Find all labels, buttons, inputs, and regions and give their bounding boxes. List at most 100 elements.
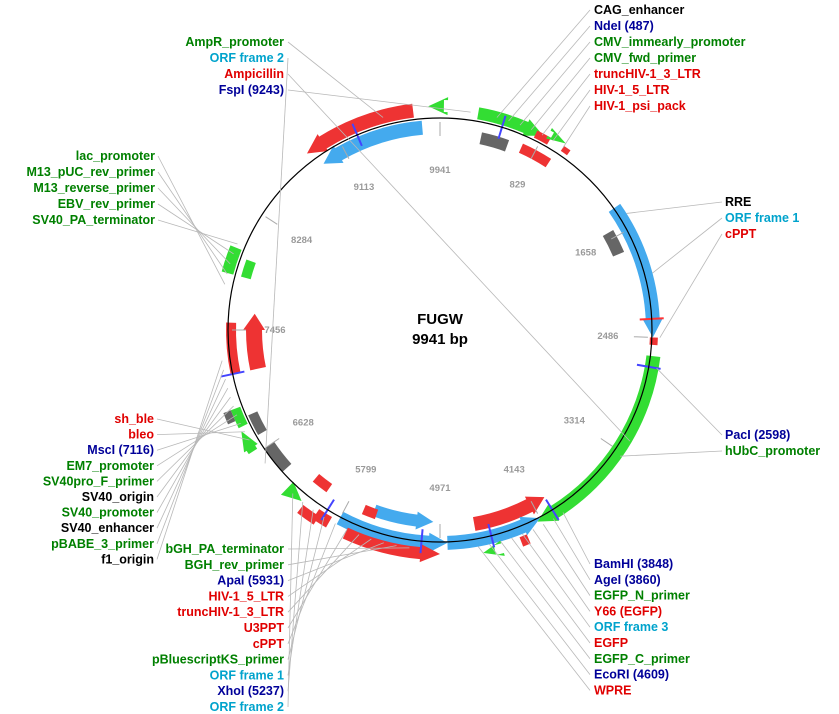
feature-label: BGH_rev_primer bbox=[185, 558, 284, 572]
tick-mark bbox=[267, 438, 280, 447]
tick-label: 829 bbox=[510, 179, 526, 190]
feature-label: BamHI (3848) bbox=[594, 557, 673, 571]
feature-label: CMV_immearly_promoter bbox=[594, 35, 746, 49]
leader-line bbox=[287, 542, 384, 581]
feature-label: HIV-1_psi_pack bbox=[594, 99, 686, 113]
ampr-promoter-arc bbox=[428, 97, 449, 116]
leader-line bbox=[264, 57, 289, 464]
orf-frame1-right-arc bbox=[608, 203, 663, 338]
tick-mark bbox=[341, 146, 350, 159]
leader-line bbox=[477, 546, 591, 691]
tick-label: 8284 bbox=[291, 235, 313, 246]
orf-frame2-arc bbox=[323, 120, 423, 164]
feature-label: SV40_promoter bbox=[62, 506, 155, 520]
cppt-right-arc bbox=[649, 337, 658, 346]
leader-line bbox=[157, 187, 231, 265]
feature-label: ORF frame 3 bbox=[594, 620, 668, 634]
leader-line bbox=[157, 171, 228, 275]
sv40-origin-arc bbox=[248, 411, 267, 435]
feature-label: AgeI (3860) bbox=[594, 573, 661, 587]
feature-label: cPPT bbox=[253, 637, 285, 651]
sh-ble-arc bbox=[243, 313, 266, 371]
leader-line bbox=[552, 89, 591, 142]
leader-line bbox=[287, 41, 384, 118]
feature-label: EcoRI (4609) bbox=[594, 668, 669, 682]
feature-label: Ampicillin bbox=[224, 67, 284, 81]
lac-promoter-arc bbox=[221, 245, 242, 275]
feature-label: truncHIV-1_3_LTR bbox=[594, 67, 701, 81]
leader-line bbox=[656, 367, 723, 436]
leader-line bbox=[287, 493, 294, 708]
egfp-arc bbox=[472, 496, 545, 531]
tick-label: 4143 bbox=[504, 465, 525, 476]
leader-line bbox=[562, 512, 591, 565]
leader-line bbox=[157, 155, 226, 285]
leader-line bbox=[287, 89, 471, 113]
feature-label: EM7_promoter bbox=[66, 459, 154, 473]
feature-label: EGFP bbox=[594, 636, 628, 650]
cmv-promoter-arc bbox=[477, 107, 544, 136]
cmv-fwd-arc bbox=[546, 127, 566, 144]
tick-label: 7456 bbox=[264, 325, 285, 336]
feature-label: EGFP_C_primer bbox=[594, 652, 690, 666]
feature-label: PacI (2598) bbox=[725, 428, 790, 442]
leader-line bbox=[508, 25, 591, 122]
feature-label: SV40_enhancer bbox=[61, 521, 154, 535]
plasmid-name: FUGW bbox=[417, 311, 464, 328]
feature-label: EGFP_N_primer bbox=[594, 589, 690, 603]
feature-label: WPRE bbox=[594, 683, 632, 697]
feature-label: FspI (9243) bbox=[219, 83, 284, 97]
feature-label: hUbC_promoter bbox=[725, 444, 820, 458]
backbone-circle bbox=[227, 117, 653, 543]
tick-label: 5799 bbox=[355, 465, 376, 476]
tick-label: 2486 bbox=[597, 331, 618, 342]
leader-line bbox=[562, 105, 591, 148]
hiv-ltr-arc bbox=[518, 143, 552, 168]
leader-line bbox=[552, 518, 591, 581]
feature-label: Y66 (EGFP) bbox=[594, 604, 662, 618]
feature-label: ORF frame 2 bbox=[210, 700, 284, 714]
tick-mark bbox=[265, 216, 278, 225]
leader-line bbox=[542, 524, 591, 596]
feature-label: ApaI (5931) bbox=[217, 574, 284, 588]
tick-mark bbox=[530, 501, 539, 514]
tick-layer: 9941829165824863314414349715799662874568… bbox=[232, 122, 648, 538]
feature-label: SV40_origin bbox=[82, 490, 154, 504]
leader-layer bbox=[156, 9, 723, 708]
feature-label: pBABE_3_primer bbox=[51, 537, 154, 551]
tick-label: 6628 bbox=[293, 417, 314, 428]
sv40-enhancer-arc bbox=[223, 410, 236, 425]
leader-line bbox=[287, 501, 304, 692]
leader-line bbox=[287, 534, 360, 613]
bleo-arc bbox=[226, 322, 241, 375]
feature-label: sh_ble bbox=[114, 412, 154, 426]
leader-line bbox=[511, 537, 591, 644]
feature-label: HIV-1_5_LTR bbox=[209, 589, 285, 603]
ltr-bottom-arc bbox=[342, 527, 440, 563]
leader-line bbox=[620, 450, 723, 457]
leader-line bbox=[496, 9, 591, 118]
feature-label: EBV_rev_primer bbox=[58, 197, 155, 211]
leader-line bbox=[626, 201, 723, 214]
tick-mark bbox=[530, 146, 539, 159]
hubc-promoter-arc bbox=[537, 355, 661, 522]
leader-line bbox=[287, 509, 314, 676]
feature-label: truncHIV-1_3_LTR bbox=[177, 605, 284, 619]
ampicillin-arc bbox=[306, 103, 414, 154]
tick-label: 9113 bbox=[354, 182, 375, 193]
tick-mark bbox=[611, 231, 624, 240]
leader-line bbox=[287, 523, 336, 644]
feature-label: ORF frame 2 bbox=[210, 51, 284, 65]
tick-label: 1658 bbox=[575, 248, 596, 259]
leader-line bbox=[532, 529, 591, 612]
leader-line bbox=[519, 41, 591, 126]
feature-layer bbox=[220, 97, 664, 563]
orf-frame1-bottom-arc bbox=[336, 511, 448, 553]
feature-label: ORF frame 1 bbox=[725, 211, 799, 225]
feature-label: NdeI (487) bbox=[594, 19, 654, 33]
feature-label: SV40pro_F_primer bbox=[43, 474, 154, 488]
u3ppt-arc bbox=[361, 504, 379, 520]
rre-arc bbox=[602, 230, 625, 257]
tick-label: 3314 bbox=[564, 416, 586, 427]
